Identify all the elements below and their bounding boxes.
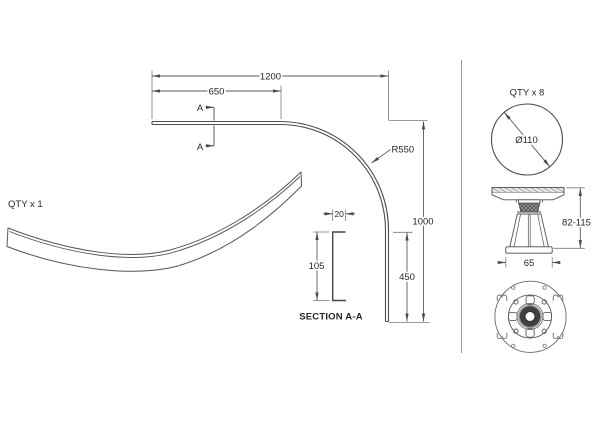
dimension-label: 1000 xyxy=(412,217,433,228)
clip-tab xyxy=(552,294,564,301)
dimension-label: 650 xyxy=(209,87,225,98)
foot-circle xyxy=(490,103,564,176)
web-slot-south xyxy=(525,328,535,338)
leg-edge xyxy=(540,213,549,247)
dimension-label: 1200 xyxy=(260,72,281,83)
pin-hole xyxy=(511,343,516,349)
dim-overall-width: 1200 xyxy=(151,70,389,120)
web-slot-east xyxy=(542,311,553,322)
foot-top-plate xyxy=(491,192,565,201)
dimension-label: 105 xyxy=(309,261,325,272)
dim-lower-height: 450 xyxy=(393,231,417,322)
leg-edge xyxy=(509,213,518,247)
section-detail: 20 105 SECTION A-A xyxy=(299,207,363,323)
radius-callout: R550 xyxy=(371,143,416,164)
leader-line xyxy=(371,149,391,164)
perspective-view-panel: QTY x 1 xyxy=(6,171,302,272)
thread-ring xyxy=(519,306,541,327)
leg-flute xyxy=(513,214,521,247)
panel-inner-edge xyxy=(152,123,387,322)
panel-3d-top-face-edge xyxy=(9,176,301,258)
leg-flute xyxy=(537,214,545,247)
screw-hole xyxy=(513,299,519,305)
dim-foot-base: 65 xyxy=(497,256,561,271)
dim-profile-height: 105 xyxy=(307,231,330,301)
clip-tab xyxy=(496,294,508,301)
channel-profile xyxy=(332,231,346,302)
dimension-label: Ø110 xyxy=(515,135,538,146)
dimension-label: 65 xyxy=(524,258,535,269)
web-slot-north xyxy=(525,295,535,305)
foot-plan-view xyxy=(494,280,567,353)
qty-panel-label: QTY x 1 xyxy=(8,199,43,210)
section-marker-top: A xyxy=(197,103,204,114)
foot-base-plate xyxy=(505,246,553,254)
dimension-label: 20 xyxy=(334,209,344,219)
clip-tab xyxy=(496,332,508,340)
dim-profile-width: 20 xyxy=(323,207,356,221)
clip-tab xyxy=(552,332,564,340)
dimension-label: 82-115 xyxy=(562,218,591,229)
pin-hole xyxy=(542,343,547,349)
foot-side-view xyxy=(491,187,565,254)
thread-ring-outer xyxy=(518,304,542,329)
diameter-line xyxy=(503,112,551,167)
foot-plan-outer xyxy=(494,280,567,353)
dim-foot-height: 82-115 xyxy=(553,187,593,249)
screw-hole xyxy=(541,299,547,305)
pin-hole xyxy=(511,285,516,290)
panel-outer-edge xyxy=(152,120,390,322)
foot-diameter-view: Ø110 xyxy=(490,103,564,176)
section-marker-bottom: A xyxy=(197,142,204,153)
feet-views: QTY x 8 Ø110 xyxy=(490,88,593,353)
panel-3d-outline xyxy=(6,171,302,272)
plan-view-panel xyxy=(151,120,390,323)
dim-straight-length: 650 xyxy=(151,85,282,119)
pin-hole xyxy=(542,285,547,290)
dimension-label: 450 xyxy=(399,272,415,283)
dim-overall-height: 1000 xyxy=(388,120,435,323)
foot-washer xyxy=(518,199,541,204)
screw-hole xyxy=(513,328,519,334)
radius-label: R550 xyxy=(392,145,415,156)
tray-base-hatched xyxy=(491,187,565,193)
section-markers: A A xyxy=(197,103,215,153)
web-slot-west xyxy=(508,311,518,322)
adjuster-nut xyxy=(518,202,541,213)
qty-feet-label: QTY x 8 xyxy=(510,88,545,99)
thread-hole xyxy=(524,311,536,322)
section-title: SECTION A-A xyxy=(299,312,363,323)
screw-hole xyxy=(541,328,547,334)
